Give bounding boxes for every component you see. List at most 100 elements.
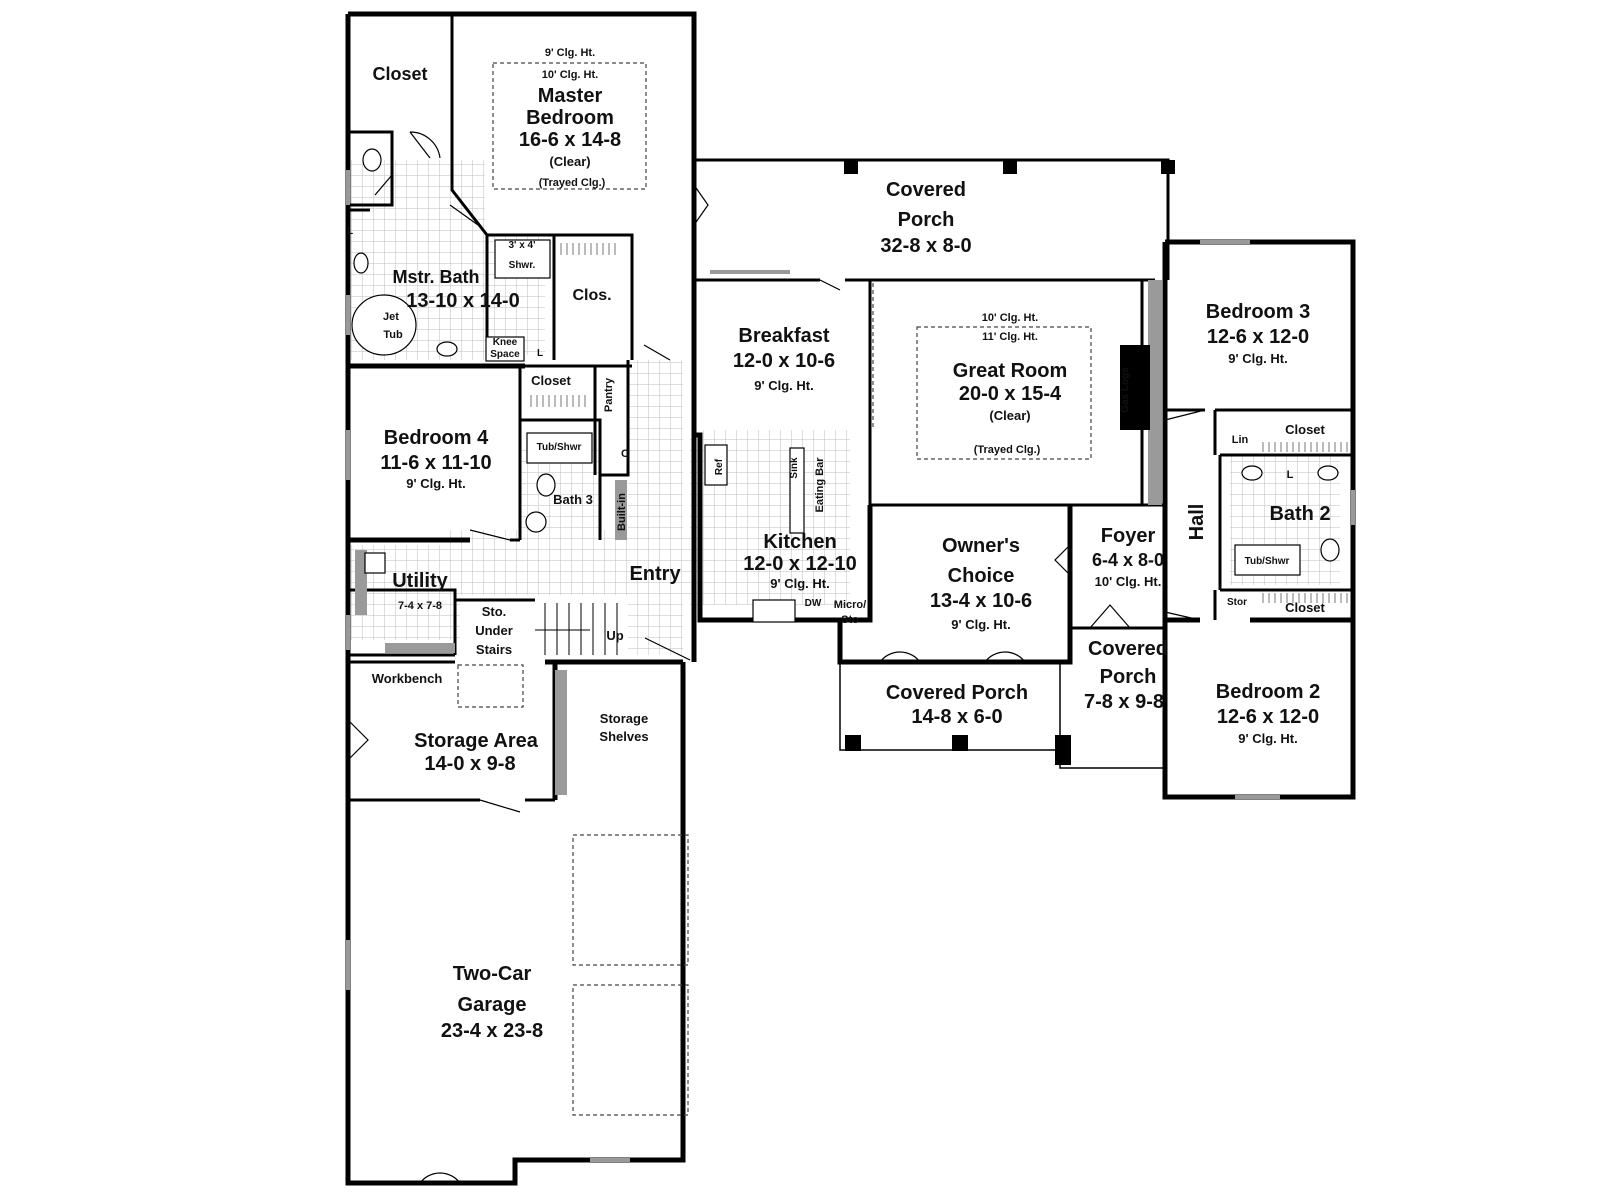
room-name: Bedroom 3 (1206, 301, 1310, 323)
svg-text:L: L (537, 348, 543, 359)
svg-text:Closet: Closet (531, 373, 571, 388)
svg-text:Shwr.: Shwr. (509, 260, 536, 271)
stairs (535, 603, 618, 655)
svg-text:Tub/Shwr: Tub/Shwr (1245, 556, 1290, 567)
knee-space-icon (485, 336, 525, 362)
room-size: 23-4 x 23-8 (441, 1020, 543, 1042)
room-name: Clos. (572, 287, 611, 304)
svg-text:Tub/Shwr: Tub/Shwr (537, 442, 582, 453)
sink-icon (1241, 465, 1263, 481)
room-name: Bedroom (526, 107, 614, 129)
room-name: Two-Car (453, 963, 532, 985)
svg-text:Under: Under (475, 623, 513, 638)
ceiling-height-label: 9' Clg. Ht. (1238, 731, 1297, 746)
washer-icon (364, 552, 386, 574)
room-note: (Trayed Clg.) (539, 177, 606, 189)
fireplace-icon (1120, 345, 1150, 430)
svg-text:Ref: Ref (714, 458, 725, 475)
room-size: 12-0 x 10-6 (733, 350, 835, 372)
tray-ceiling-great-room (916, 326, 1092, 460)
room-size: 14-0 x 9-8 (424, 753, 515, 775)
svg-text:Lin: Lin (1232, 434, 1249, 446)
svg-text:Stor: Stor (1227, 597, 1247, 608)
room-name: Covered (1088, 638, 1168, 660)
toilet-icon (362, 148, 382, 172)
sink-icon (353, 252, 369, 274)
svg-text:Pantry: Pantry (603, 377, 615, 412)
shower-icon (494, 239, 551, 279)
toilet-icon (1320, 538, 1340, 562)
room-size: 13-4 x 10-6 (930, 590, 1032, 612)
room-size: 7-4 x 7-8 (398, 600, 442, 612)
tub-icon (1234, 544, 1301, 576)
doors (347, 131, 1206, 1184)
svg-text:Sto.: Sto. (482, 604, 507, 619)
svg-text:Jet: Jet (383, 311, 399, 323)
room-name: Garage (458, 994, 527, 1016)
porch-posts (844, 160, 1175, 765)
svg-text:Sink: Sink (789, 457, 800, 479)
room-name: Breakfast (738, 325, 830, 347)
room-size: 7-8 x 9-8 (1084, 691, 1164, 713)
svg-text:Closet: Closet (1285, 422, 1325, 437)
svg-text:Stairs: Stairs (476, 642, 512, 657)
svg-text:L: L (1287, 469, 1294, 481)
svg-text:Closet: Closet (1285, 600, 1325, 615)
ceiling-height-label: 9' Clg. Ht. (406, 476, 465, 491)
ref-icon (704, 444, 728, 486)
room-name: Bath 3 (553, 492, 593, 507)
svg-text:(Trayed Clg.): (Trayed Clg.) (974, 444, 1041, 456)
room-name: Bedroom 2 (1216, 681, 1320, 703)
room-name: Bedroom 4 (384, 427, 489, 449)
room-size: 14-8 x 6-0 (911, 706, 1002, 728)
room-name: Hall (1186, 504, 1208, 541)
ceiling-height-label: 9' Clg. Ht. (770, 576, 829, 591)
svg-text:Storage: Storage (600, 711, 648, 726)
svg-text:Workbench: Workbench (372, 671, 443, 686)
svg-text:3' x 4': 3' x 4' (509, 240, 536, 251)
room-size: 13-10 x 14-0 (406, 290, 519, 312)
svg-text:Eating Bar: Eating Bar (814, 457, 826, 513)
svg-text:Space: Space (490, 349, 520, 360)
tub-icon (526, 432, 593, 464)
room-name: Porch (898, 209, 955, 231)
eating-bar-icon (789, 447, 805, 534)
room-size: 12-6 x 12-0 (1207, 326, 1309, 348)
room-size: 12-0 x 12-10 (743, 553, 856, 575)
storage-shelves-bar (555, 670, 567, 795)
closet-label: Closet (372, 64, 427, 84)
room-size: 20-0 x 15-4 (959, 383, 1062, 405)
svg-text:(Clear): (Clear) (989, 408, 1030, 423)
ceiling-height-label: 9' Clg. Ht. (1228, 351, 1287, 366)
room-name: Kitchen (763, 531, 836, 553)
room-size: 11-6 x 11-10 (380, 452, 491, 474)
svg-text:L: L (347, 226, 353, 237)
svg-text:Shelves: Shelves (599, 729, 648, 744)
svg-text:DW: DW (805, 598, 822, 609)
windows (346, 170, 1355, 1162)
svg-text:C: C (621, 448, 629, 460)
svg-text:Knee: Knee (493, 337, 518, 348)
ceiling-height-label: 9' Clg. Ht. (754, 378, 813, 393)
room-name: Utility (392, 570, 448, 592)
svg-text:Built-in: Built-in (616, 493, 628, 531)
sink-icon (1317, 465, 1339, 481)
ceiling-height-label: 10' Clg. Ht. (542, 69, 598, 81)
svg-text:10' Clg. Ht.: 10' Clg. Ht. (982, 312, 1038, 324)
ceiling-height-label: 10' Clg. Ht. (1095, 574, 1162, 589)
svg-text:Tub: Tub (383, 329, 403, 341)
svg-text:Micro/: Micro/ (834, 599, 866, 611)
sink-icon (436, 341, 458, 357)
room-name: Storage Area (414, 730, 539, 752)
room-size: 32-8 x 8-0 (880, 235, 971, 257)
room-name: Great Room (953, 360, 1067, 382)
toilet-icon (536, 473, 556, 497)
svg-text:Up: Up (606, 628, 623, 643)
svg-text:11' Clg. Ht.: 11' Clg. Ht. (982, 331, 1038, 343)
room-name: Covered (886, 179, 966, 201)
room-name: Mstr. Bath (392, 267, 479, 287)
room-name: Entry (629, 563, 681, 585)
room-name: Master (538, 85, 603, 107)
ceiling-height-label: 9' Clg. Ht. (545, 47, 595, 59)
